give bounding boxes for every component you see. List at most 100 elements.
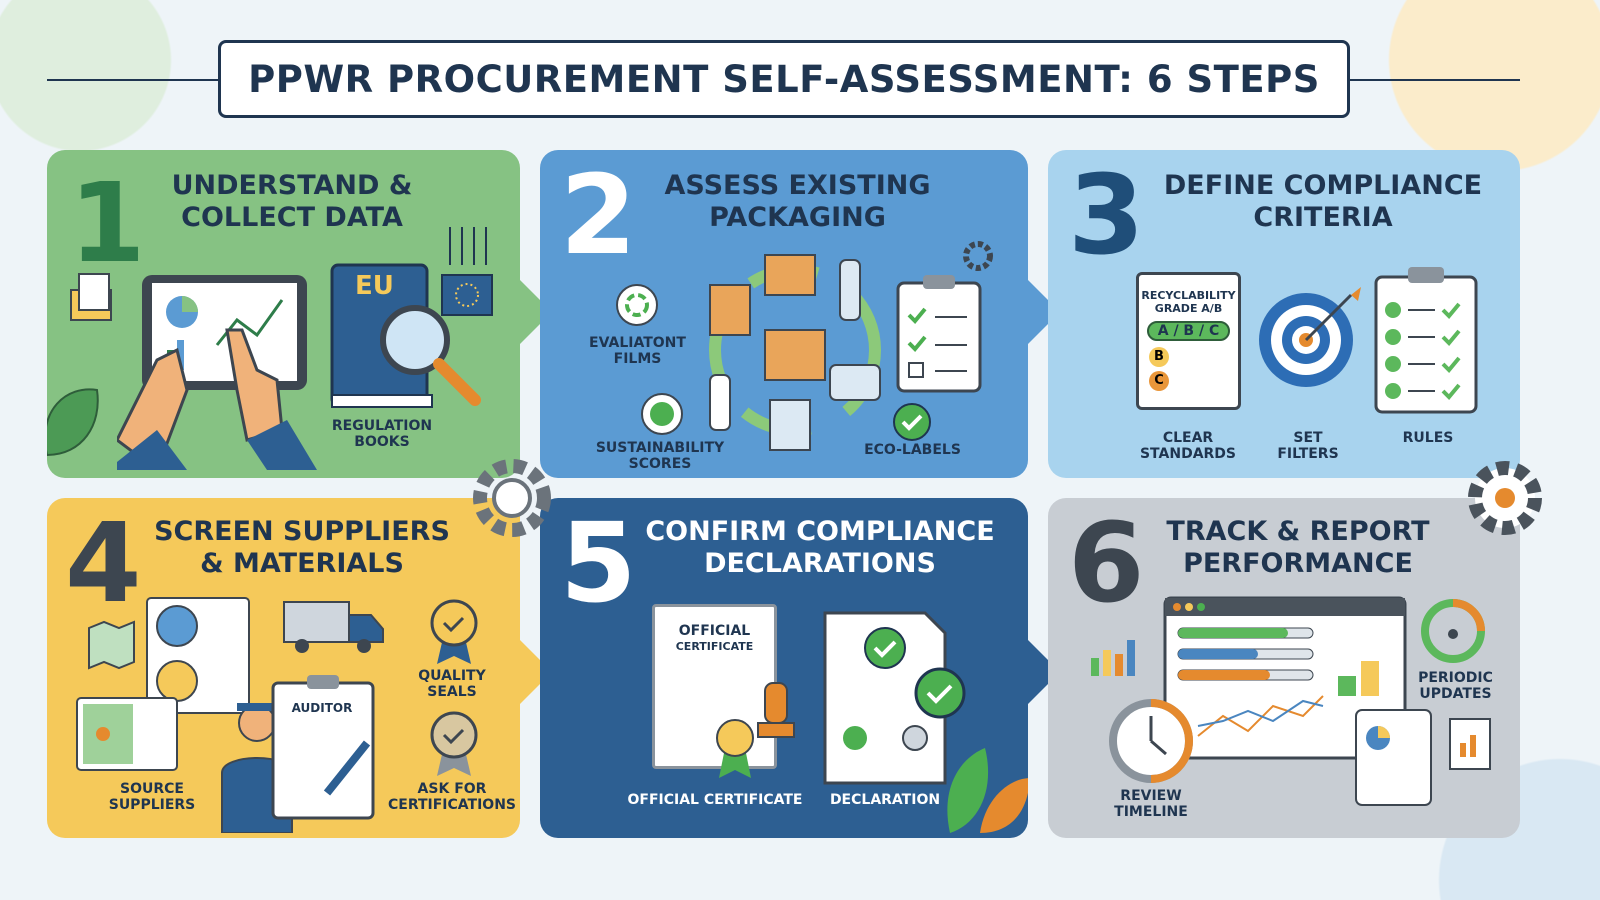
eco-label-check-icon (893, 403, 931, 441)
document-folder-icon (70, 273, 112, 321)
card-line: RECYCLABILITY (1141, 289, 1236, 302)
grade-badge: A / B / C (1147, 321, 1230, 341)
title-line: DECLARATIONS (704, 548, 936, 579)
declaration-document-icon (823, 611, 966, 785)
label-line: REGULATION (331, 418, 433, 434)
title-line: CRITERIA (1253, 202, 1393, 233)
cert-line: CERTIFICATE (675, 640, 754, 653)
label-line: CLEAR (1162, 430, 1214, 446)
clipboard-auditor-text: AUDITOR (291, 701, 353, 715)
label-line: FILTERS (1277, 446, 1339, 462)
label-official-certificate: OFFICIAL CERTIFICATE (627, 792, 803, 808)
title-line: PACKAGING (709, 202, 886, 233)
label-line: ASK FOR (417, 781, 487, 797)
page-title: PPWR PROCUREMENT SELF-ASSESSMENT: 6 STEP… (218, 40, 1350, 118)
step-number: 2 (560, 151, 637, 279)
step-number: 6 (1068, 499, 1145, 627)
grade-b: B (1149, 347, 1169, 367)
title-line: CONFIRM COMPLIANCE (645, 516, 995, 547)
cert-line: OFFICIAL (678, 623, 751, 639)
step-title: SCREEN SUPPLIERS& MATERIALS (142, 516, 462, 580)
book-eu-text: EU (355, 271, 394, 301)
step-number: 5 (560, 499, 637, 627)
packaging-cycle-icon (709, 254, 881, 451)
title-line: TRACK & REPORT (1166, 516, 1430, 547)
gear-icon (473, 459, 551, 537)
checklist-clipboard-icon (896, 275, 982, 393)
recycle-icon (616, 284, 658, 326)
label-line: SET (1293, 430, 1323, 446)
title-line: DEFINE COMPLIANCE (1163, 170, 1483, 201)
rules-clipboard-icon (1374, 267, 1478, 414)
report-bars-icon (1449, 718, 1491, 770)
label-line: CERTIFICATIONS (387, 797, 516, 813)
label-line: SCORES (628, 456, 692, 472)
step-number: 3 (1068, 151, 1145, 279)
gear-icon (1468, 461, 1542, 535)
grade-c: C (1149, 371, 1169, 391)
sustainability-score-icon (641, 393, 683, 435)
leaf-icon (947, 748, 1028, 833)
title-line: COLLECT DATA (181, 202, 403, 233)
step-title: UNDERSTAND &COLLECT DATA (147, 170, 437, 234)
target-icon (1259, 287, 1361, 387)
supplier-profiles-icon (146, 597, 250, 714)
label-line: EVALIATONT (589, 335, 686, 351)
label-line: STANDARDS (1139, 446, 1237, 462)
bar-chart-icon (1091, 640, 1135, 676)
dashboard-window-icon (1163, 596, 1407, 760)
title-rule-right (1350, 79, 1520, 81)
label-line: QUALITY (418, 668, 486, 684)
map-icon (88, 620, 135, 670)
certificate-seal-stamp-icon (716, 682, 795, 778)
label-line: REVIEW (1120, 788, 1182, 804)
certification-seal-icon (430, 711, 478, 776)
label-line: SOURCE (120, 781, 184, 797)
tablet-analytics-icon (117, 275, 317, 470)
label-line: SUPPLIERS (108, 797, 196, 813)
label-line: TIMELINE (1114, 804, 1188, 820)
auditor-icon (221, 675, 375, 833)
periodic-updates-gauge-icon (1421, 599, 1485, 663)
step-number: 1 (69, 159, 146, 287)
regulation-book-icon (330, 263, 493, 408)
truck-icon (283, 601, 384, 653)
card-line: GRADE A/B (1154, 302, 1223, 315)
leaf-icon (47, 388, 99, 457)
label-rules: RULES (1402, 430, 1454, 446)
review-timeline-clock-icon (1109, 699, 1193, 783)
source-map-icon (76, 697, 178, 771)
title-line: UNDERSTAND & (171, 170, 413, 201)
label-line: UPDATES (1419, 686, 1492, 702)
step-1-panel: 1 UNDERSTAND &COLLECT DATA EU REGULATION… (47, 150, 520, 478)
quality-seal-icon (430, 599, 478, 664)
sliders-icon (449, 227, 487, 265)
title-line: PERFORMANCE (1183, 548, 1413, 579)
label-line: PERIODIC (1418, 670, 1493, 686)
label-line: FILMS (613, 351, 662, 367)
title-rule-left (47, 79, 218, 81)
title-line: & MATERIALS (200, 548, 404, 579)
title-line: SCREEN SUPPLIERS (154, 516, 450, 547)
label-line: SUSTAINABILITY (595, 440, 725, 456)
